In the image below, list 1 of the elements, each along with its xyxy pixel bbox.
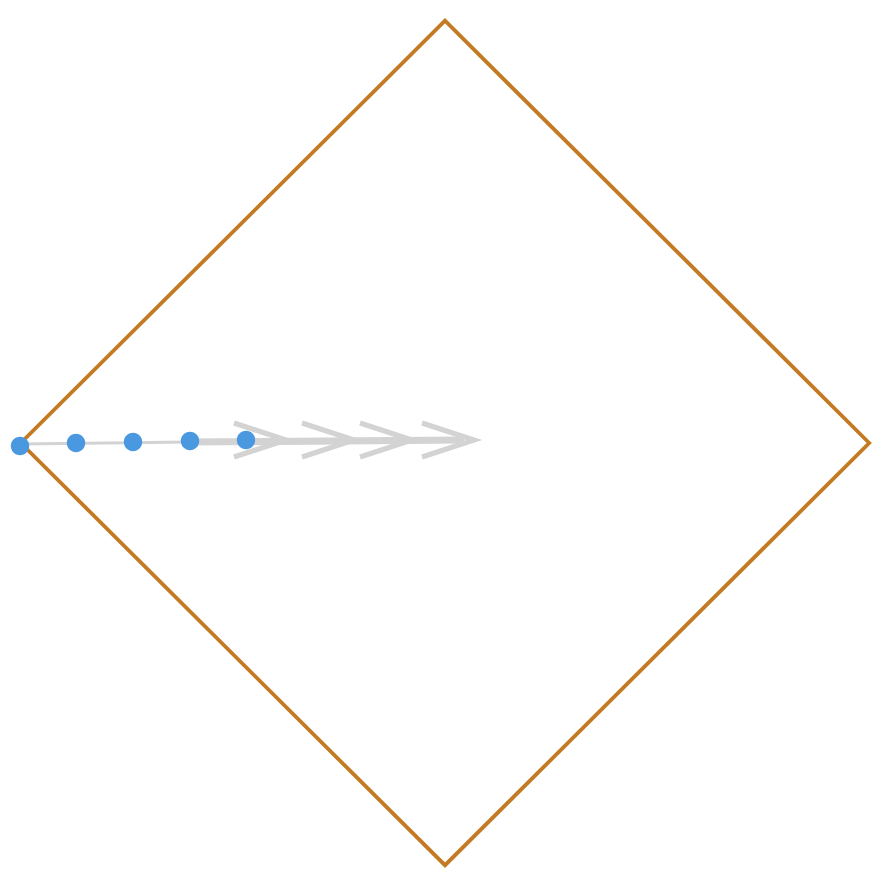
diamond-outline <box>18 18 872 868</box>
